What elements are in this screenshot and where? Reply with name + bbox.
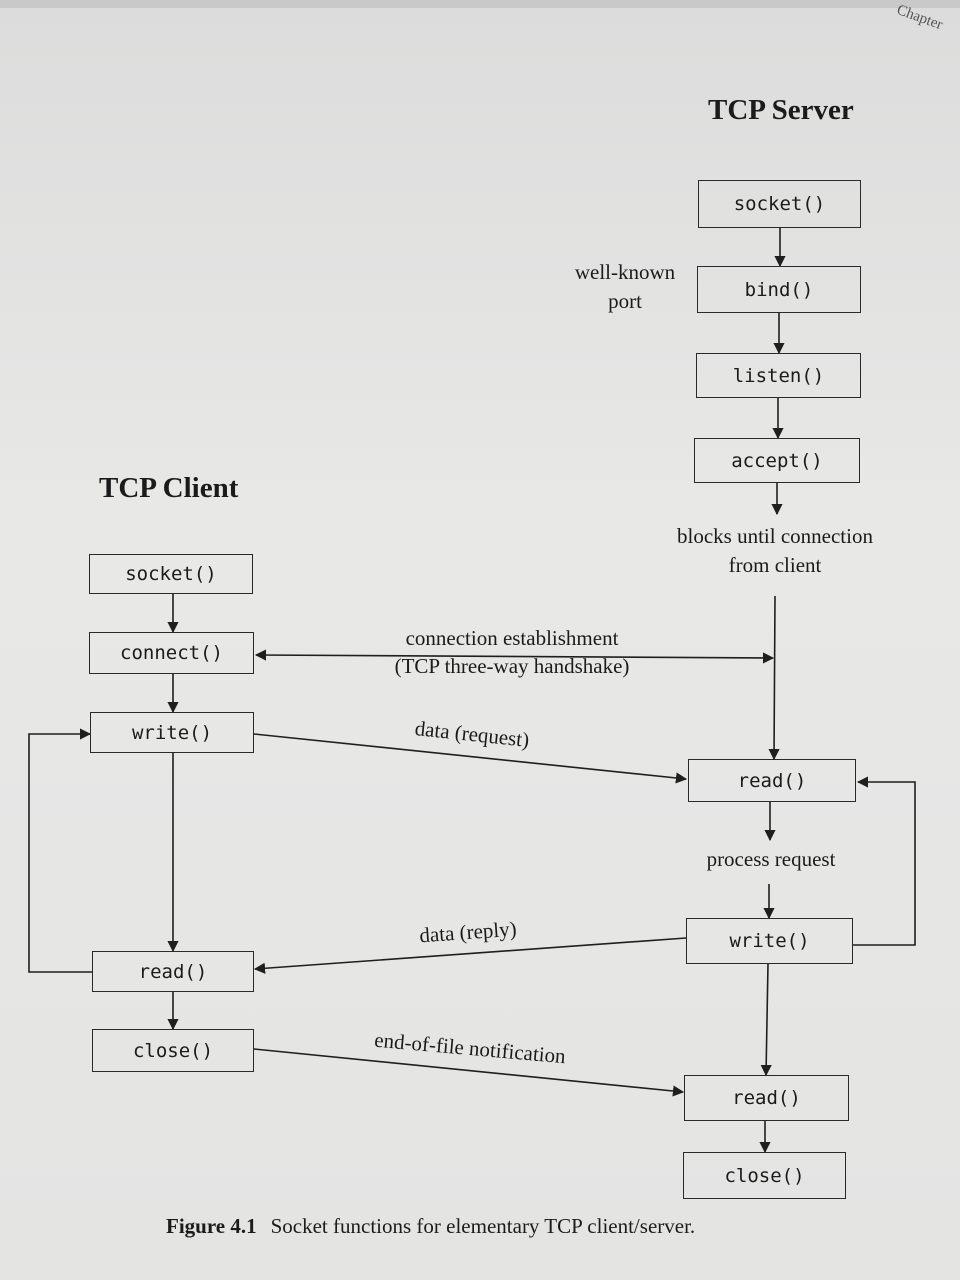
arrow-server-write-read (760, 963, 772, 1077)
arrow-connection-establishment (254, 649, 775, 664)
client-read-box: read() (92, 951, 254, 992)
connection-establishment-label: connection establishment (TCP three-way … (366, 626, 658, 679)
well-known-port-label: well-known port (560, 260, 690, 314)
arrow-eof-notification (253, 1048, 685, 1097)
arrow-server-block-read (768, 595, 780, 761)
process-request-label: process request (706, 847, 836, 871)
blocks-until-connection-label: blocks until connection from client (652, 524, 898, 578)
blocks-line1: blocks until connection (677, 524, 873, 548)
well-known-port-line1: well-known (574, 260, 676, 284)
server-write-box: write() (686, 918, 853, 964)
connection-line1: connection establishment (405, 626, 619, 650)
figure-caption-text: Socket functions for elementary TCP clie… (270, 1214, 696, 1238)
client-close-box: close() (92, 1029, 254, 1072)
client-write-box: write() (90, 712, 254, 753)
page-header-strip (0, 0, 960, 8)
client-socket-box: socket() (89, 554, 253, 594)
server-socket-box: socket() (698, 180, 861, 228)
figure-number: Figure 4.1 (166, 1214, 257, 1238)
server-accept-box: accept() (694, 438, 860, 483)
arrow-data-request (253, 733, 688, 784)
client-connect-box: connect() (89, 632, 254, 674)
tcp-client-title: TCP Client (99, 472, 239, 504)
connection-line2: (TCP three-way handshake) (394, 654, 630, 678)
arrow-data-reply (253, 937, 687, 974)
tcp-server-title: TCP Server (708, 94, 854, 126)
figure-caption: Figure 4.1 Socket functions for elementar… (166, 1214, 695, 1239)
arrow-server-loop (852, 776, 916, 946)
server-read-eof-box: read() (684, 1075, 849, 1121)
well-known-port-line2: port (608, 289, 642, 313)
server-listen-box: listen() (696, 353, 861, 398)
server-bind-box: bind() (697, 266, 861, 313)
server-read-box: read() (688, 759, 856, 802)
blocks-line2: from client (728, 553, 822, 577)
server-close-box: close() (683, 1152, 846, 1199)
arrow-client-loop (28, 728, 92, 973)
